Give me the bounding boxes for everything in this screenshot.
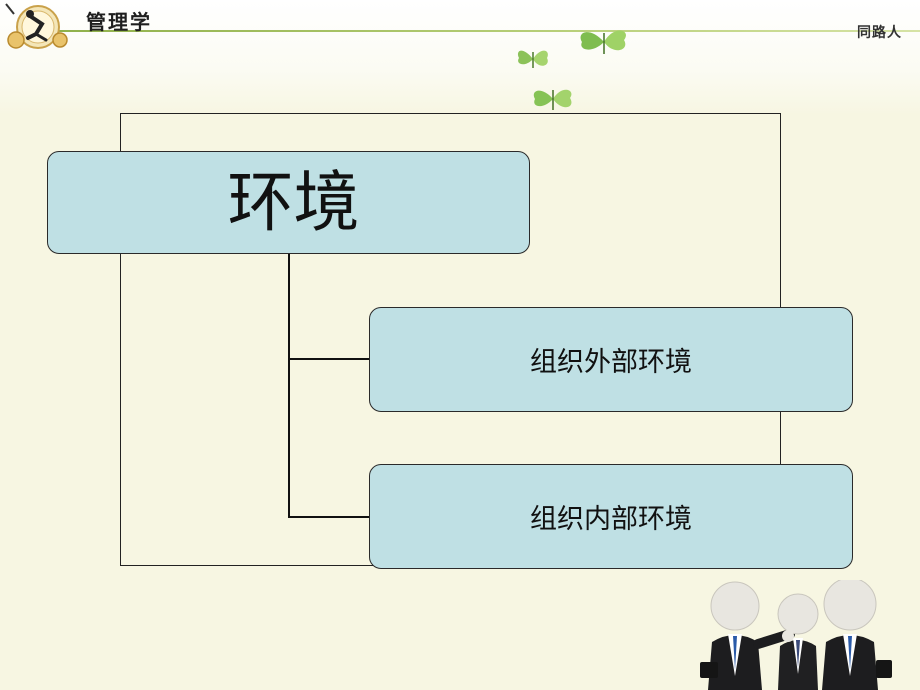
header-slogan: 同路人 [857, 25, 902, 41]
header-banner [0, 0, 920, 115]
page-title: 管理学 [86, 10, 152, 34]
business-people-figures [700, 580, 892, 690]
node-internal-label: 组织内部环境 [530, 504, 692, 535]
butterfly-icon [533, 89, 572, 110]
node-environment: 环境 [47, 151, 530, 254]
butterfly-icon [580, 30, 626, 54]
node-environment-label: 环境 [227, 163, 360, 241]
node-internal-environment: 组织内部环境 [369, 464, 853, 569]
header-divider [50, 30, 920, 32]
clock-logo-icon [5, 3, 68, 49]
connector-vertical [288, 254, 290, 518]
node-external-environment: 组织外部环境 [369, 307, 853, 412]
butterfly-icon [517, 50, 548, 68]
node-external-label: 组织外部环境 [530, 347, 692, 378]
connector-to-external [288, 358, 370, 360]
connector-to-internal [288, 516, 370, 518]
